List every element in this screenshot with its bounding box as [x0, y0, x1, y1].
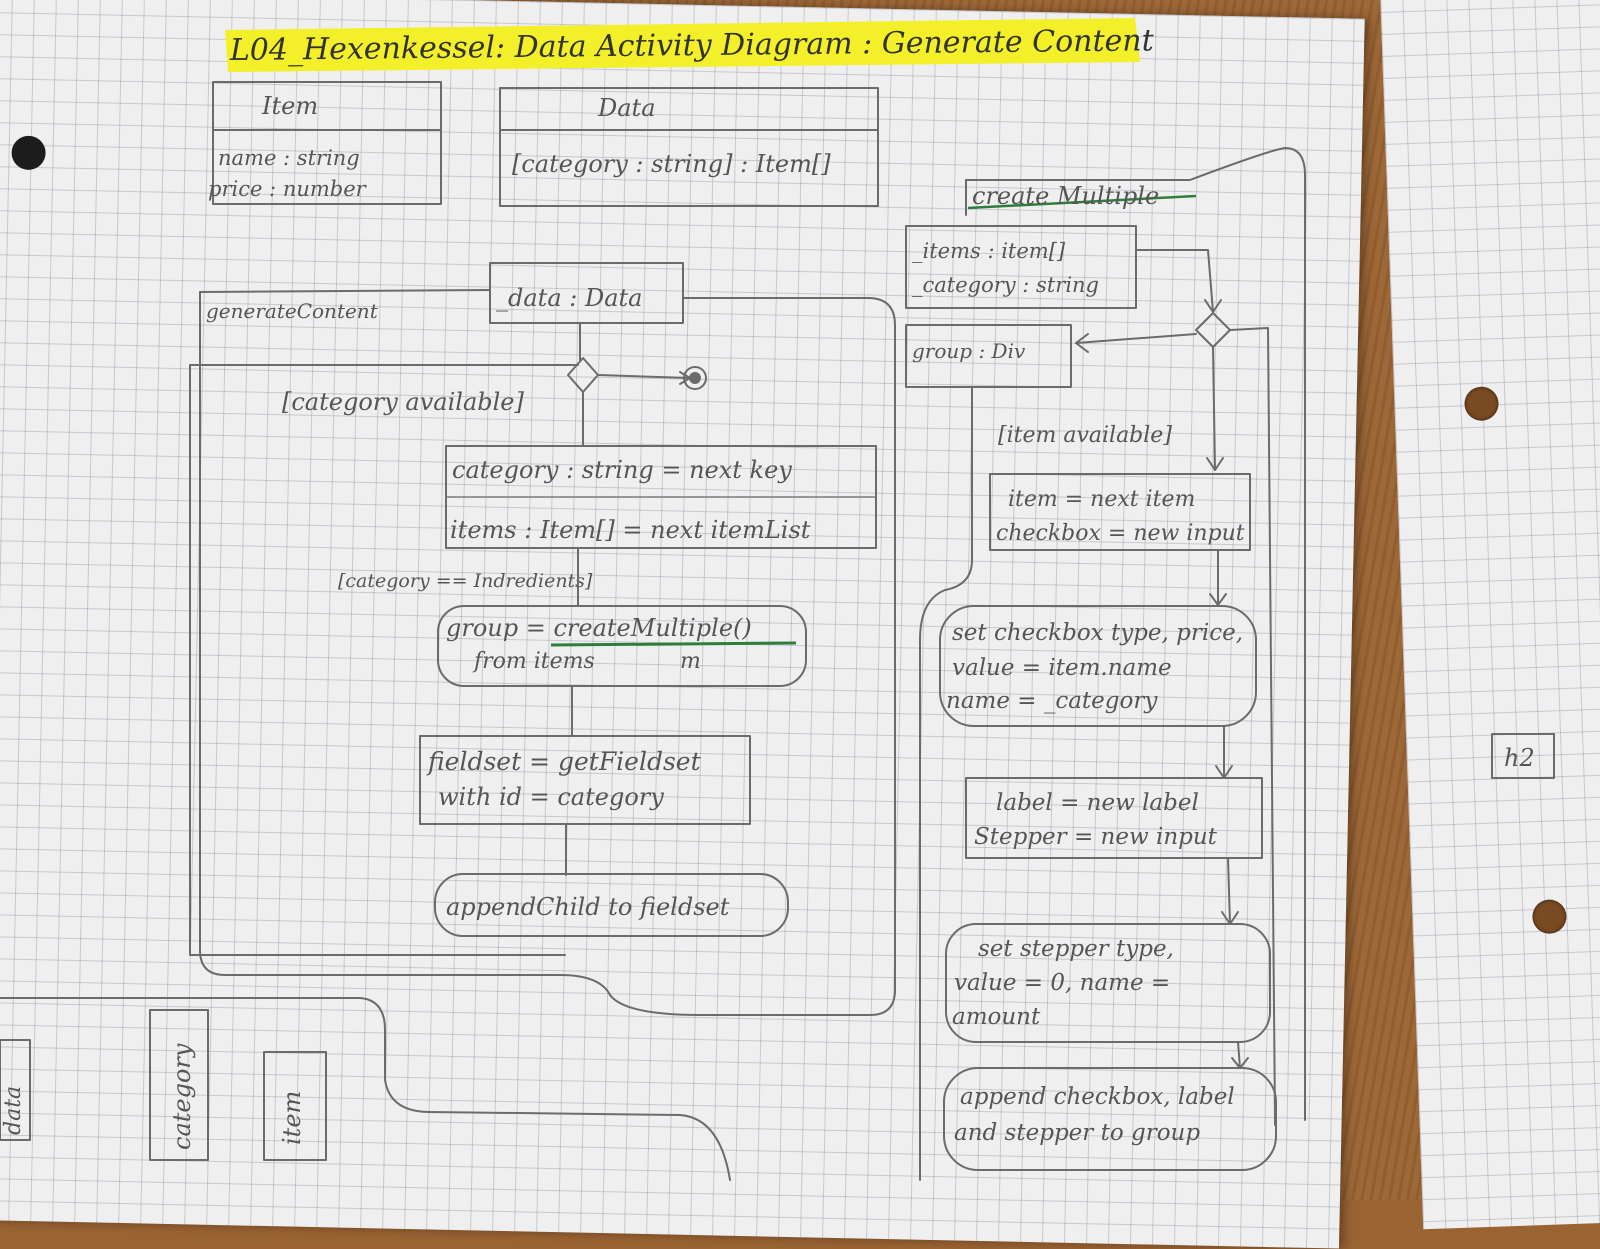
create-multiple-underline [550, 641, 797, 647]
data-class-box: Data [category : string] : Item[] [499, 87, 879, 207]
left-flag [0, 1039, 31, 1141]
action-create-extra: m [680, 649, 701, 674]
action-next-key-line: items : Item[] = next itemList [450, 516, 811, 544]
guard-item-available: [item available] [998, 423, 1172, 448]
action-next-item-line: checkbox = new input [996, 521, 1245, 546]
create-multiple-activity: create Multiple _items : item[] _categor… [905, 147, 1306, 1181]
action-append-text: appendChild to fieldset [446, 893, 730, 921]
param-items-category-box [905, 225, 1137, 309]
action-checkbox-line: set checkbox type, price, [952, 620, 1243, 646]
action-create-multiple [437, 605, 807, 687]
item-class-box: Item name : string price : number [208, 81, 442, 205]
generate-content-activity: generateContent _data : Data [category a… [189, 262, 896, 1016]
return-group-text: group : Div [912, 339, 1026, 363]
return-group-box [905, 324, 1072, 388]
right-paper-tag: h2 [1491, 733, 1555, 779]
create-multiple-underline [967, 194, 1197, 210]
action-append-line: and stepper to group [954, 1120, 1200, 1146]
action-next-item [989, 473, 1251, 551]
action-get-fieldset [419, 735, 751, 825]
decision-node [567, 357, 599, 393]
param-line: _category : string [912, 273, 1099, 297]
item-flag-text: item [278, 1091, 306, 1145]
action-create-line: from items [472, 649, 595, 674]
action-fieldset-line: fieldset = getFieldset [426, 747, 702, 776]
action-set-checkbox [939, 605, 1257, 727]
title-highlight [225, 18, 1140, 72]
data-class-name: Data [597, 94, 656, 122]
param-line: _items : item[] [912, 239, 1066, 263]
action-next-item-line: item = next item [1008, 487, 1195, 512]
category-flag-text: category [168, 1043, 196, 1150]
create-multiple-label: create Multiple [972, 182, 1159, 210]
action-append-to-fieldset [434, 873, 789, 937]
guard-category-available: [category available] [282, 388, 525, 416]
item-class-name: Item [261, 92, 318, 120]
action-checkbox-line: value = item.name [952, 655, 1172, 681]
item-class-attr: name : string [218, 146, 360, 170]
left-flag-text: data [1, 1086, 26, 1135]
data-class-attr: [category : string] : Item[] [512, 150, 831, 178]
action-stepper-line: value = 0, name = [954, 970, 1170, 996]
action-create-line: group = createMultiple() [446, 614, 752, 642]
param-data-text: _data : Data [496, 284, 642, 312]
final-node [683, 366, 707, 390]
activity-diagram-sketch: L04_Hexenkessel: Data Activity Diagram :… [0, 18, 1555, 1181]
action-label-line: Stepper = new input [974, 824, 1218, 850]
generate-content-label: generateContent [206, 299, 379, 323]
action-set-stepper [945, 923, 1271, 1043]
action-fieldset-line: with id = category [438, 783, 664, 811]
decision-node [1195, 312, 1231, 348]
action-checkbox-line: name = _category [946, 688, 1158, 714]
diagram-title: L04_Hexenkessel: Data Activity Diagram :… [225, 18, 1155, 72]
param-data-box [489, 262, 684, 324]
h2-tag-box [1491, 733, 1555, 779]
action-label-line: label = new label [996, 790, 1199, 816]
category-flag [149, 1009, 209, 1161]
action-append-to-group [943, 1067, 1277, 1171]
item-flag [263, 1051, 327, 1161]
action-next-key-line: category : string = next key [452, 456, 792, 484]
action-stepper-line: set stepper type, [978, 936, 1174, 962]
action-append-line: append checkbox, label [960, 1084, 1235, 1110]
h2-tag-text: h2 [1504, 744, 1535, 772]
guard-category-ingredients: [category == Indredients] [338, 570, 593, 592]
action-stepper-line: amount [952, 1004, 1041, 1030]
side-annotations: category item data [0, 997, 731, 1181]
action-new-label-stepper [965, 777, 1263, 859]
item-class-attr: price : number [208, 177, 368, 201]
final-node-dot [689, 372, 701, 384]
